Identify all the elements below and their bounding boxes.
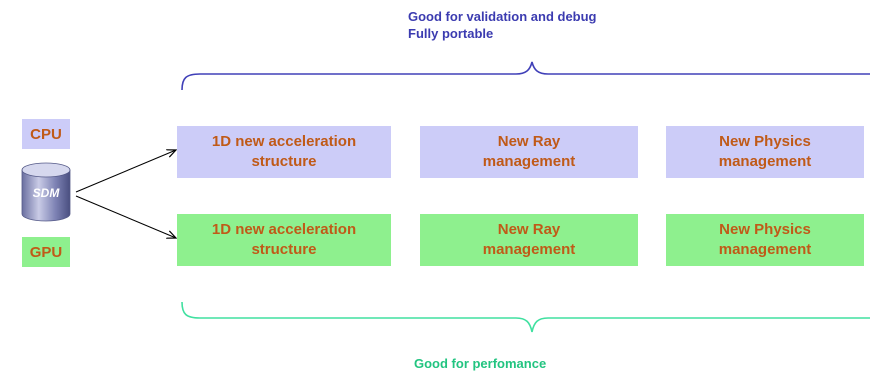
gpu-acceleration-structure-box: 1D new acceleration structure (177, 214, 391, 266)
arrow-to-gpu-row (75, 195, 176, 238)
database-cylinder-icon (21, 162, 71, 222)
gpu-label: GPU (22, 237, 70, 267)
arrow-to-cpu-row (75, 150, 176, 193)
bottom-note: Good for perfomance (414, 356, 547, 371)
cpu-physics-management-box: New Physics management (666, 126, 864, 178)
cpu-label: CPU (22, 119, 70, 149)
cpu-acceleration-structure-box: 1D new acceleration structure (177, 126, 391, 178)
bottom-brace (181, 301, 870, 333)
top-note: Good for validation and debug Fully port… (408, 8, 597, 42)
top-note-line-2: Fully portable (408, 26, 494, 41)
gpu-physics-management-box: New Physics management (666, 214, 864, 266)
cpu-ray-management-box: New Ray management (420, 126, 638, 178)
top-note-line-1: Good for validation and debug (408, 9, 597, 24)
top-brace (181, 61, 870, 91)
gpu-ray-management-box: New Ray management (420, 214, 638, 266)
sdm-label: SDM (32, 186, 60, 200)
